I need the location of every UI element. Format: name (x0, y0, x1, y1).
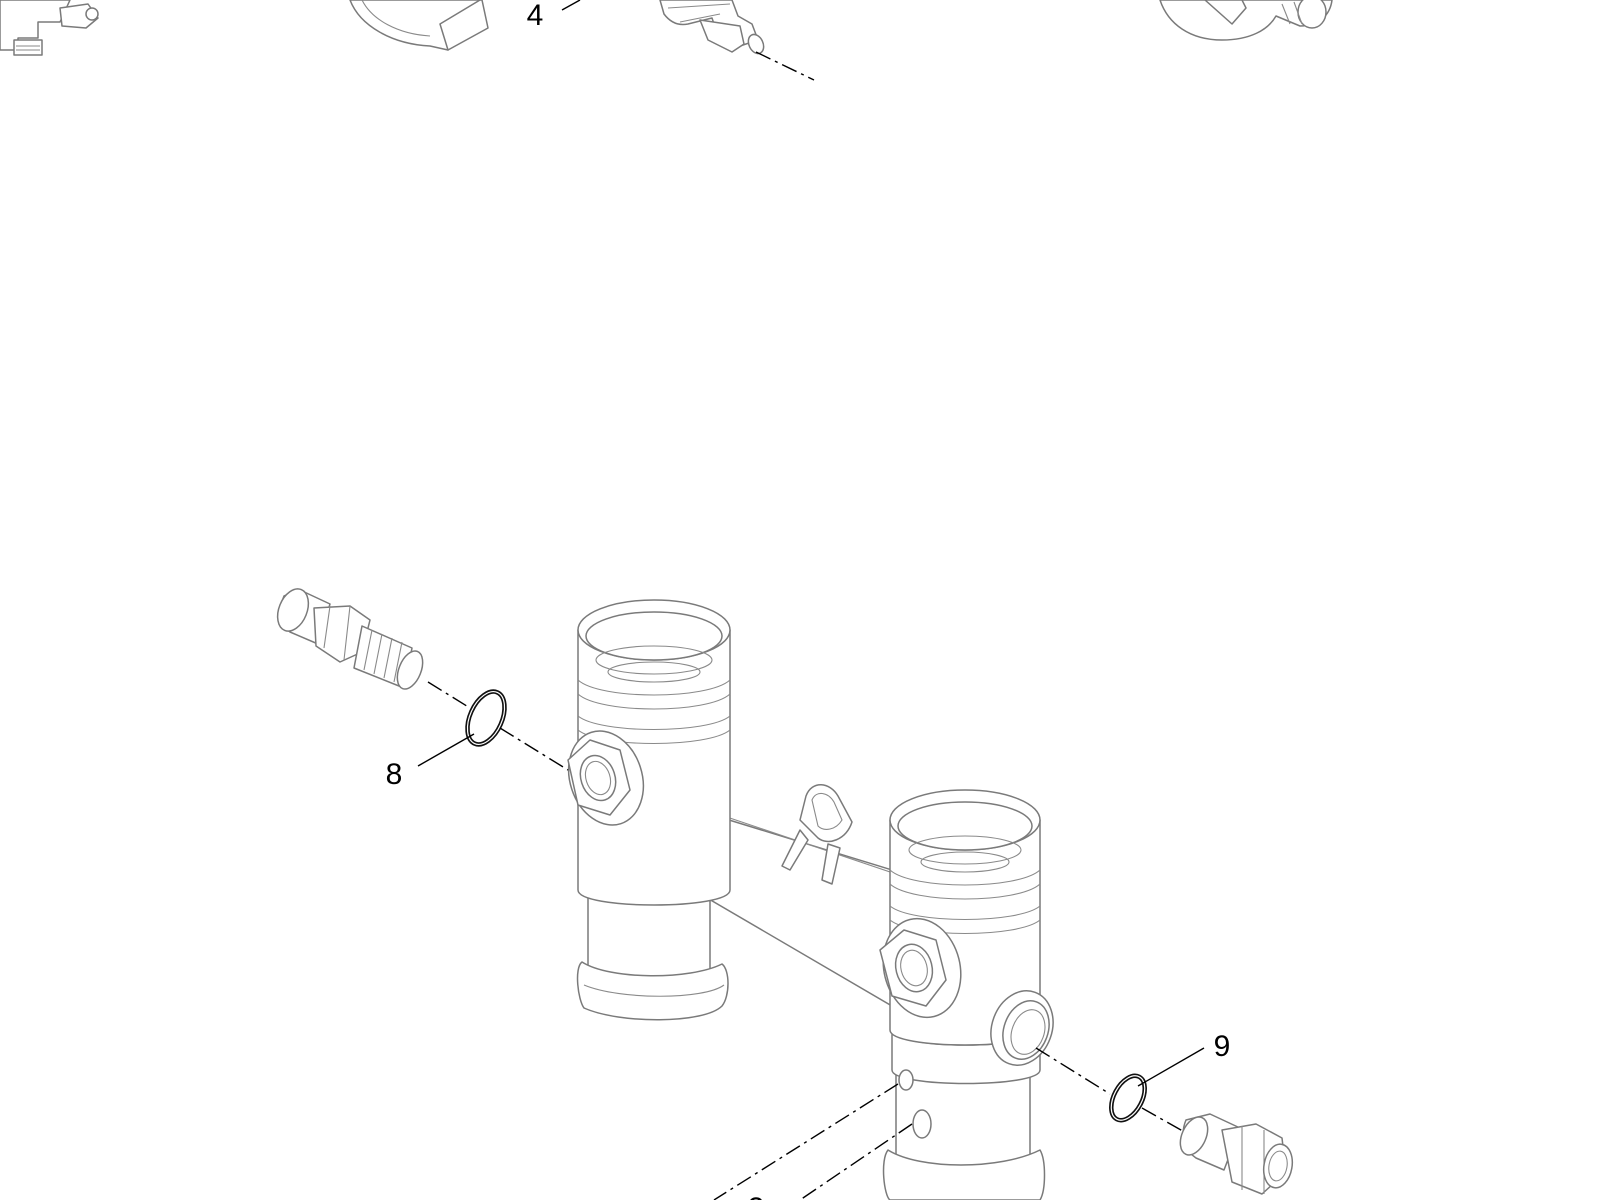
top-right-elbow (1159, 0, 1333, 41)
axis-line-2b (799, 1123, 913, 1200)
axis-line-8a (427, 681, 471, 709)
top-hose-coupling (349, 0, 489, 51)
axis-line-4 (755, 51, 815, 81)
svg-text:8: 8 (386, 758, 403, 791)
axis-line-9b (1141, 1107, 1189, 1135)
axis-line-2a (713, 1083, 899, 1200)
svg-text:9: 9 (1214, 1030, 1231, 1063)
left-valve-body (567, 599, 731, 1021)
top-left-fitting (0, 0, 99, 56)
right-valve-body (879, 789, 1054, 1200)
o-ring-9 (1109, 1073, 1147, 1123)
callout-9: 9 (1137, 1030, 1231, 1087)
plug-fitting-right (1179, 1113, 1294, 1195)
callout-2: 2 (748, 1192, 765, 1200)
threaded-plug-left (276, 588, 424, 690)
axis-line-9a (1035, 1047, 1111, 1095)
top-plug-fitting (659, 0, 765, 55)
pipe-clip (781, 784, 853, 885)
o-ring-8 (465, 689, 507, 747)
callout-4: 4 (527, 0, 581, 32)
svg-text:2: 2 (748, 1192, 765, 1200)
axis-line-8b (499, 727, 569, 771)
callout-8: 8 (386, 733, 475, 791)
svg-text:4: 4 (527, 0, 544, 32)
